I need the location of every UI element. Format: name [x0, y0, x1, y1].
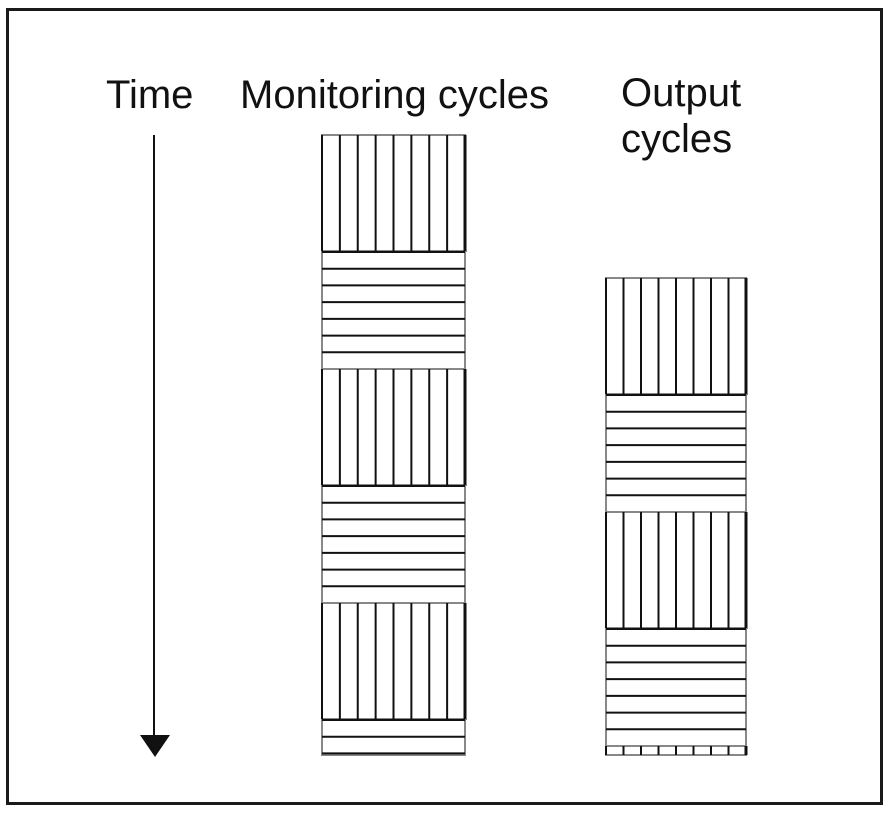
time-axis-arrow: [140, 135, 170, 757]
time-arrow-head: [140, 735, 170, 757]
horizontal-hatched-block: [605, 394, 747, 513]
output-label-line2: cycles: [621, 117, 733, 161]
output-label-line1: Output: [621, 71, 742, 115]
output-cycles-column: [605, 277, 748, 756]
vertical-hatched-block: [321, 368, 467, 488]
output-cycles-label: Output cycles: [621, 70, 741, 162]
block-border: [605, 628, 747, 747]
monitoring-cycles-label: Monitoring cycles: [240, 73, 550, 117]
vertical-hatched-block: [321, 602, 467, 722]
vertical-hatched-block: [321, 134, 467, 254]
monitoring-cycles-column: [321, 134, 467, 756]
horizontal-hatched-block: [321, 251, 466, 370]
vertical-hatched-block: [605, 745, 748, 756]
block-border: [321, 485, 466, 604]
horizontal-hatched-block: [321, 485, 466, 604]
vertical-hatched-block: [605, 511, 748, 631]
horizontal-hatched-block: [321, 719, 466, 756]
block-border: [321, 251, 466, 370]
time-label: Time: [106, 73, 194, 117]
horizontal-hatched-block: [605, 628, 747, 747]
vertical-hatched-block: [605, 277, 748, 397]
